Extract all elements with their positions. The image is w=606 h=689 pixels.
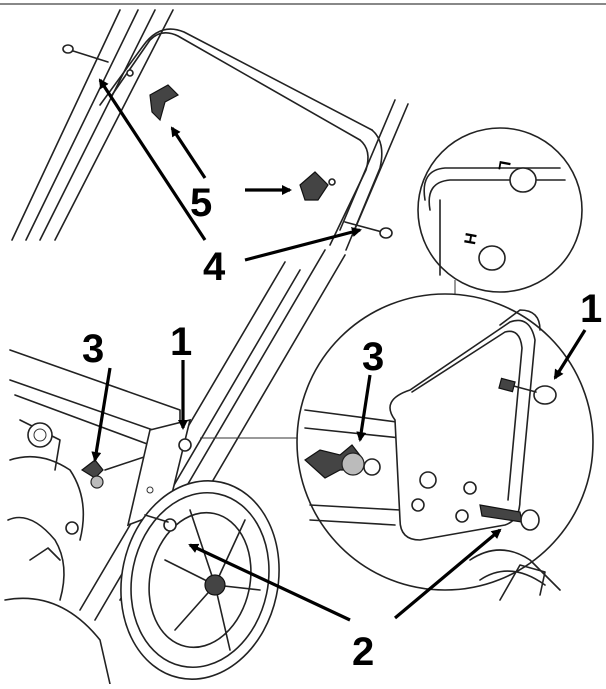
detail-bolt-1 bbox=[533, 385, 557, 405]
inset-height-holes: L H bbox=[417, 127, 583, 293]
main-knob-3 bbox=[80, 454, 151, 489]
bolt-1-main bbox=[178, 438, 192, 452]
label-3-detail: 3 bbox=[362, 335, 384, 379]
callout-arrows bbox=[91, 78, 587, 622]
label-1-main: 1 bbox=[170, 320, 192, 364]
arrow-4-right bbox=[244, 227, 362, 262]
arrow-5-left bbox=[170, 126, 207, 179]
arrow-2-detail bbox=[393, 528, 502, 620]
detail-circle bbox=[296, 293, 594, 601]
upper-handle bbox=[11, 9, 409, 251]
engine-cap bbox=[27, 422, 53, 448]
label-2: 2 bbox=[352, 630, 374, 674]
arrow-2-main bbox=[188, 543, 351, 622]
bolt-4-left bbox=[62, 44, 74, 54]
label-4: 4 bbox=[203, 245, 226, 289]
knob-5-right bbox=[299, 171, 329, 201]
hole-l bbox=[509, 167, 537, 193]
label-1-detail: 1 bbox=[580, 287, 602, 331]
arrow-4-left bbox=[98, 78, 207, 241]
arrow-3-detail bbox=[356, 374, 372, 442]
wheel-hub bbox=[204, 574, 226, 596]
arrow-1-detail bbox=[553, 329, 587, 380]
label-5: 5 bbox=[190, 181, 212, 225]
rear-wheel bbox=[120, 480, 280, 680]
inset-mark-l: L bbox=[494, 159, 512, 172]
hole-h bbox=[478, 245, 506, 271]
upper-hardware bbox=[62, 44, 393, 239]
arrow-3-main bbox=[91, 367, 112, 462]
knob-5-left bbox=[149, 84, 179, 122]
detail-bolt-2 bbox=[520, 509, 540, 531]
label-3-main: 3 bbox=[82, 327, 104, 371]
inset-mark-h: H bbox=[460, 231, 479, 245]
bolt-4-right bbox=[379, 227, 393, 239]
